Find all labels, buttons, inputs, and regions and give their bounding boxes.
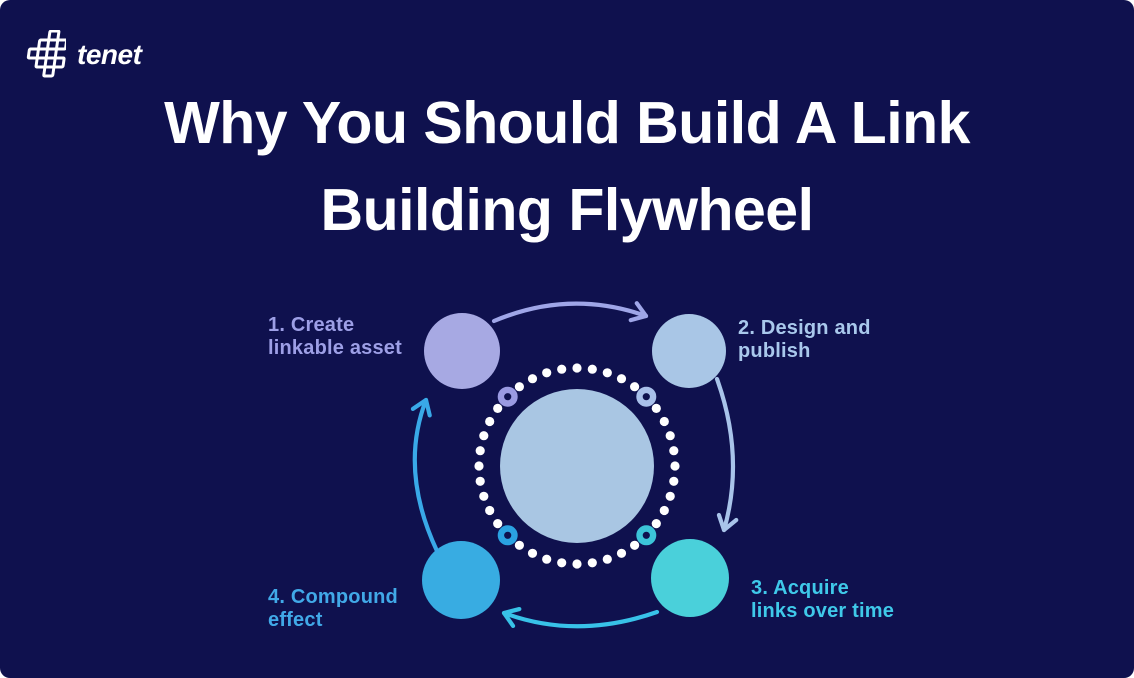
- label-step2-line1: 2. Design and: [738, 317, 871, 339]
- brand-logo: tenet: [24, 30, 142, 80]
- ring-dot: [485, 416, 495, 427]
- node-step2-design: [652, 314, 726, 388]
- ring-dot: [616, 374, 627, 384]
- ring-dot: [587, 364, 597, 374]
- label-step2-design: 2. Design and publish: [738, 317, 871, 363]
- arrow-step4-to-step1: [410, 397, 440, 554]
- ring-marker-top-right: [636, 386, 657, 407]
- ring-dot: [527, 374, 538, 384]
- title-line-2: Building Flywheel: [320, 177, 814, 243]
- label-step3-line1: 3. Acquire: [751, 577, 849, 599]
- ring-dot: [659, 505, 669, 516]
- tenet-logo-icon: [26, 30, 66, 78]
- ring-dot: [602, 554, 612, 564]
- ring-dot: [542, 554, 552, 564]
- node-step3-acquire: [651, 539, 729, 617]
- ring-dot: [665, 491, 675, 501]
- ring-dot: [557, 364, 567, 374]
- label-step4-line2: effect: [268, 609, 323, 631]
- ring-dot: [572, 559, 582, 569]
- label-step4-line1: 4. Compound: [268, 586, 398, 608]
- ring-dot: [493, 519, 503, 529]
- ring-dot: [557, 558, 567, 568]
- ring-dot: [572, 363, 582, 373]
- label-step1-create: 1. Create linkable asset: [268, 314, 402, 360]
- ring-dot: [670, 461, 680, 471]
- ring-dot: [514, 540, 525, 550]
- ring-dot: [665, 431, 675, 441]
- ring-dot: [475, 446, 485, 456]
- arrow-step1-to-step2: [491, 301, 649, 324]
- label-step2-line2: publish: [738, 340, 811, 362]
- ring-dot: [651, 519, 661, 529]
- ring-dot: [669, 476, 679, 486]
- ring-dot: [485, 505, 495, 516]
- ring-dot: [669, 446, 679, 456]
- ring-dot: [479, 491, 489, 501]
- ring-dot: [616, 548, 627, 558]
- ring-dot: [659, 416, 669, 427]
- center-hub-circle: [500, 389, 654, 543]
- brand-name: tenet: [77, 39, 142, 70]
- node-step1-create: [424, 313, 500, 389]
- ring-dot: [527, 548, 538, 558]
- label-step1-line2: linkable asset: [268, 337, 402, 359]
- ring-dot: [479, 431, 489, 441]
- label-step1-line1: 1. Create: [268, 314, 355, 336]
- ring-marker-bottom-right: [636, 525, 657, 546]
- label-step3-acquire: 3. Acquire links over time: [751, 577, 894, 623]
- ring-marker-bottom-left: [497, 525, 518, 546]
- ring-dot: [602, 368, 612, 378]
- ring-dot: [542, 368, 552, 378]
- ring-dot: [630, 540, 640, 550]
- ring-marker-top-left: [497, 386, 518, 407]
- title-line-1: Why You Should Build A Link: [164, 90, 970, 156]
- ring-dot: [587, 558, 597, 568]
- label-step4-compound: 4. Compound effect: [268, 586, 398, 632]
- ring-dot: [651, 403, 661, 413]
- ring-dot: [474, 461, 484, 471]
- ring-dot: [630, 382, 640, 392]
- dotted-ring: [474, 363, 680, 569]
- page-title: Why You Should Build A Link Building Fly…: [0, 80, 1134, 254]
- ring-dot: [514, 382, 525, 392]
- arrow-step3-to-step4: [501, 606, 660, 629]
- ring-dot: [493, 403, 503, 413]
- label-step3-line2: links over time: [751, 600, 895, 622]
- node-step4-compound: [422, 541, 500, 619]
- ring-dot: [475, 476, 485, 486]
- arrow-step2-to-step3: [714, 376, 739, 533]
